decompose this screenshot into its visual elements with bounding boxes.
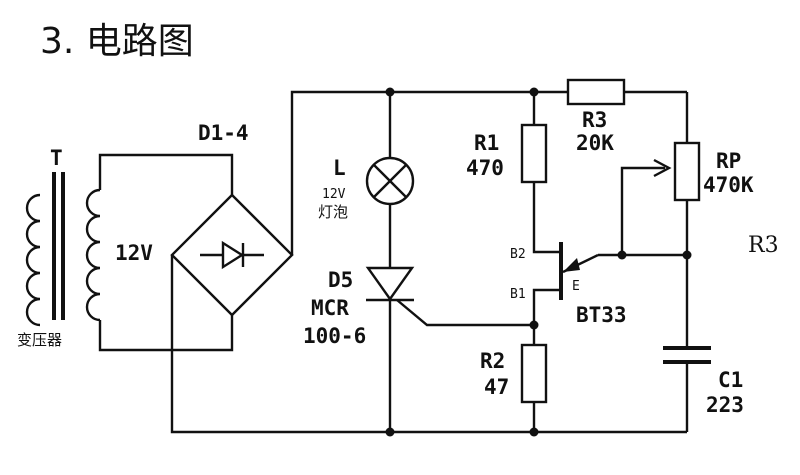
ujt-b2-label: B2 [510, 247, 526, 262]
rp-ref-label: RP [716, 149, 741, 173]
junction-dot [529, 87, 539, 97]
wire-secondary-top [98, 153, 234, 195]
junction-dot [682, 250, 692, 260]
page-title: 3. 电路图 [40, 21, 194, 62]
rp-value-label: 470K [703, 173, 754, 197]
scr-ref-label: D5 [328, 268, 353, 292]
r3-ref-label: R3 [582, 108, 607, 132]
scr-model-label: MCR [311, 296, 349, 320]
resistor-r1: R1 470 [466, 92, 548, 237]
transformer-name-label: 变压器 [17, 331, 62, 349]
rp-body [673, 141, 701, 202]
scr-rating-label: 100-6 [303, 324, 366, 348]
scr-d5: D5 MCR 100-6 [303, 266, 534, 432]
bridge-diamond [170, 193, 294, 317]
ujt-model-label: BT33 [576, 303, 627, 327]
rp-wiper-wire [620, 166, 665, 255]
wire-secondary-bottom [98, 315, 234, 352]
potentiometer-rp: RP 470K [620, 141, 754, 348]
ujt-e-label: E [572, 279, 580, 294]
transformer-ref-label: T [50, 146, 63, 170]
junction-dot [529, 427, 539, 437]
r1-ref-label: R1 [474, 131, 499, 155]
scr-triangle [365, 266, 415, 302]
secondary-voltage-label: 12V [115, 241, 153, 265]
r2-value-label: 47 [484, 375, 509, 399]
r1-value-label: 470 [466, 156, 504, 180]
c1-ref-label: C1 [718, 368, 743, 392]
r3-body [566, 78, 626, 106]
ujt-b1-label: B1 [510, 287, 526, 302]
bridge-diode-triangle [221, 240, 245, 270]
primary-coil [25, 193, 41, 327]
wire-negative-rail [170, 255, 687, 434]
ujt-emitter-arrow [563, 258, 580, 272]
scr-gate-wire [396, 299, 534, 327]
lamp-ref-label: L [333, 156, 346, 180]
rp-wiper-arrow [653, 158, 672, 178]
stray-r3-label: R3 [748, 233, 779, 258]
resistor-r2: R2 47 [480, 325, 548, 432]
junction-dot [617, 250, 627, 260]
transformer: T 变压器 12V [17, 146, 153, 349]
lamp: L 12V 灯泡 [318, 92, 415, 268]
capacitor-c1: C1 223 [663, 346, 744, 432]
r3-value-label: 20K [576, 131, 614, 155]
c1-value-label: 223 [706, 393, 744, 417]
ujt-bt33: B2 B1 E BT33 [510, 237, 687, 327]
lamp-voltage-label: 12V [322, 187, 346, 202]
secondary-coil [85, 188, 101, 322]
r2-ref-label: R2 [480, 349, 505, 373]
ujt-b2-lead [532, 237, 559, 254]
bridge-rectifier: D1-4 [170, 121, 294, 317]
r2-body [520, 343, 548, 404]
junction-dot [385, 427, 395, 437]
wire-positive-rail [290, 90, 534, 255]
junction-dot [385, 87, 395, 97]
lamp-name-label: 灯泡 [318, 203, 348, 221]
lamp-cross-b [373, 164, 407, 198]
resistor-r3: R3 20K [566, 78, 626, 155]
r1-body [520, 123, 548, 184]
bridge-ref-label: D1-4 [198, 121, 249, 145]
ujt-b1-lead [532, 288, 559, 325]
junction-dot [529, 320, 539, 330]
